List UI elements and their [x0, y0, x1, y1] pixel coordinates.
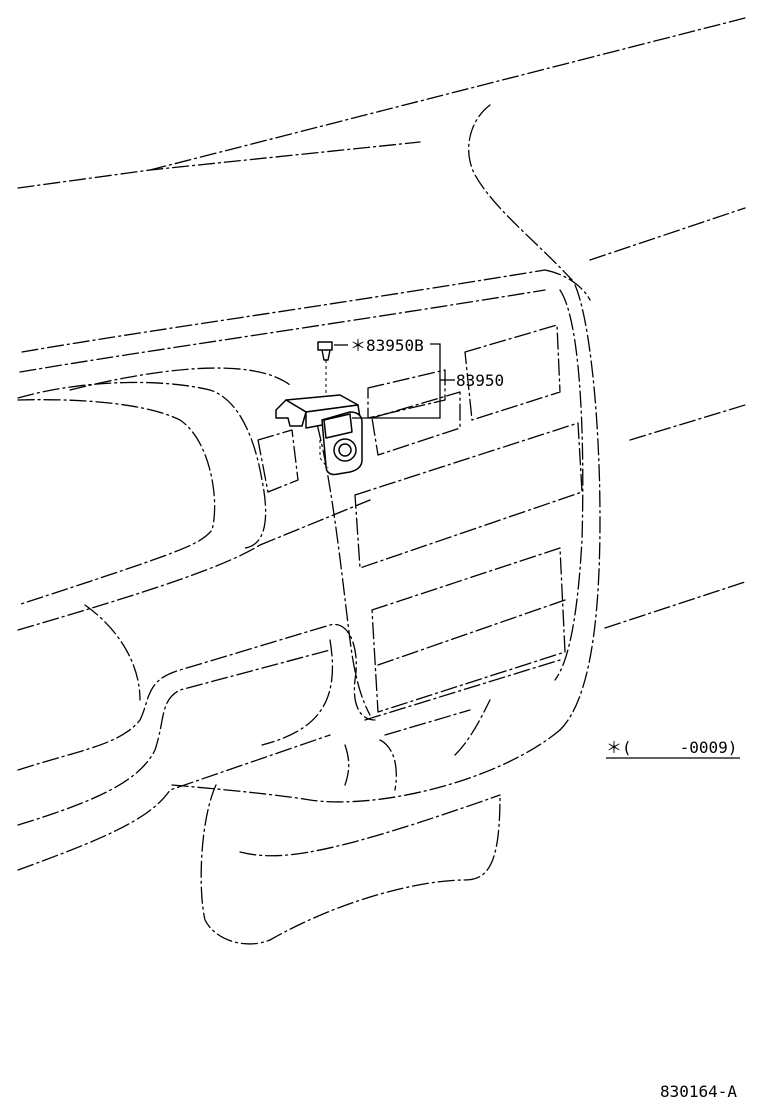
console-panel	[257, 324, 583, 713]
clip-part-icon	[317, 341, 333, 398]
dashboard-outline	[17, 17, 746, 945]
leader-lines	[334, 343, 455, 419]
switch-assembly-icon	[275, 394, 363, 476]
footnote-note: ＊( -0009)	[606, 738, 737, 757]
callout-83950: 83950	[456, 371, 504, 390]
figure-id: 830164-A	[660, 1082, 737, 1101]
callout-83950b: ＊83950B	[350, 336, 424, 355]
